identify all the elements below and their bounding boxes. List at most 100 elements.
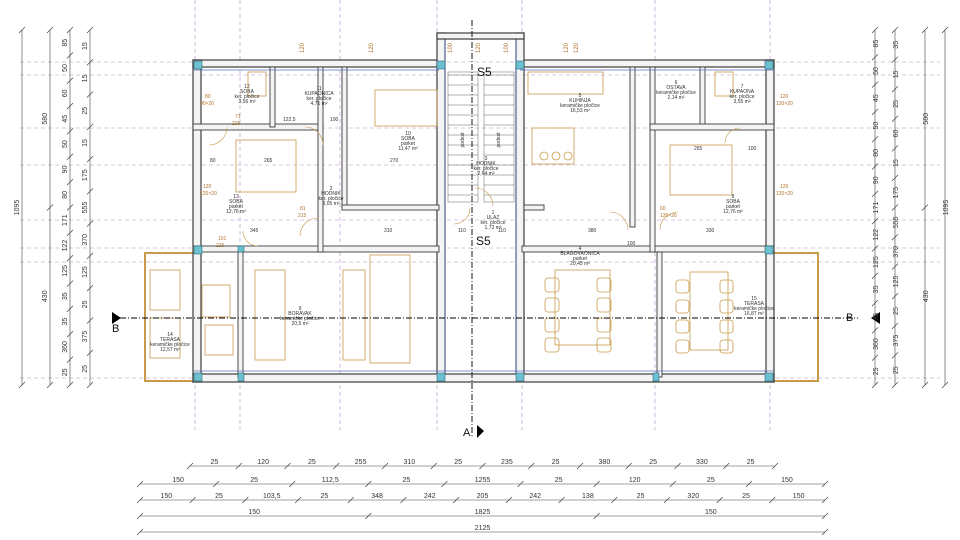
dim-label: 171: [62, 214, 69, 226]
dining-chair: [596, 337, 612, 353]
svg-text:12,57 m²: 12,57 m²: [160, 347, 180, 353]
dim-label: 430: [42, 290, 49, 302]
dim-label: 60: [62, 89, 69, 97]
svg-text:4: 4: [579, 246, 582, 252]
svg-text:KUPAONA: KUPAONA: [730, 89, 755, 95]
dim-label: 150: [161, 493, 173, 500]
dim-label: 25: [82, 107, 89, 115]
svg-text:14: 14: [167, 332, 173, 338]
dim-label: 35: [62, 318, 69, 326]
dim-label: 50: [62, 140, 69, 148]
door-swings: [208, 126, 741, 247]
svg-text:330: 330: [706, 228, 715, 234]
dim-label: 15: [893, 159, 900, 167]
dim-label: 1255: [475, 477, 491, 484]
dim-label: 25: [707, 477, 715, 484]
dim-label: 1825: [475, 509, 491, 516]
dining-chair: [719, 279, 734, 294]
svg-text:TERASA: TERASA: [744, 301, 765, 307]
wall-west: [192, 59, 202, 383]
dim-label: 25: [552, 459, 560, 466]
dim-label: 50: [873, 67, 880, 75]
dim-label: 125: [82, 266, 89, 278]
window-labels: 80 90×20 120 120×20 71 215 81 215 101 21…: [200, 94, 793, 249]
dim-label: 255: [355, 459, 367, 466]
wall-stair-north: [436, 32, 525, 40]
svg-text:90×20: 90×20: [200, 101, 214, 107]
wall-stair-east: [515, 32, 525, 375]
dim-label: 25: [321, 493, 329, 500]
dim-label: 25: [62, 368, 69, 376]
dimension-chain-right: 1095580430351525601517555537012525375258…: [871, 26, 950, 389]
sofa-side: [342, 269, 366, 361]
dim-label: 80: [62, 191, 69, 199]
svg-text:1,73 m²: 1,73 m²: [485, 225, 502, 231]
section-label-a: A: [463, 427, 471, 439]
wall-int-12: [237, 251, 244, 378]
dim-label: 120: [300, 42, 306, 53]
dining-table-left: [554, 269, 611, 346]
dim-label: 25: [250, 477, 258, 484]
dim-label: 125: [62, 265, 69, 277]
svg-text:120: 120: [780, 184, 789, 190]
svg-text:20,45 m²: 20,45 m²: [570, 261, 590, 267]
wall-int-4: [269, 66, 276, 128]
dim-label: 25: [893, 366, 900, 374]
section-arrow-a: [477, 425, 484, 438]
wall-east: [765, 59, 775, 383]
svg-text:12: 12: [244, 84, 250, 90]
dim-label: 50: [62, 64, 69, 72]
svg-text:ker. pločice: ker. pločice: [306, 96, 331, 102]
dim-label: 242: [424, 493, 436, 500]
svg-text:110: 110: [498, 228, 506, 234]
svg-text:OSTAVA: OSTAVA: [666, 85, 686, 91]
svg-text:80: 80: [205, 94, 211, 100]
svg-text:KUPAONICA: KUPAONICA: [304, 91, 334, 97]
dimension-chain-left: 1095580430855060455090801711221253535360…: [14, 26, 94, 389]
dim-label: 122: [62, 240, 69, 252]
dim-label: 35: [873, 313, 880, 321]
dim-label: 150: [248, 509, 260, 516]
svg-text:120×26: 120×26: [660, 213, 677, 219]
section-arrow-b-right: [871, 312, 880, 324]
svg-text:15: 15: [751, 296, 757, 302]
dim-label: 25: [893, 307, 900, 315]
dim-label: 35: [62, 292, 69, 300]
svg-text:4,71 m²: 4,71 m²: [311, 101, 328, 107]
svg-text:parket: parket: [229, 204, 244, 210]
dim-label: 205: [477, 493, 489, 500]
furniture: [149, 71, 734, 364]
wall-north-left: [192, 59, 440, 68]
dim-label: 330: [696, 459, 708, 466]
wall-int-9: [649, 66, 656, 253]
dining-chair: [675, 339, 690, 354]
dim-label: 1095: [943, 200, 950, 216]
dim-label: 125: [873, 256, 880, 268]
svg-text:SOBA: SOBA: [726, 199, 741, 205]
svg-text:12,76 m²: 12,76 m²: [226, 209, 246, 215]
dim-label: 150: [781, 477, 793, 484]
svg-text:215: 215: [216, 243, 225, 249]
dim-label: 25: [742, 493, 750, 500]
svg-text:6: 6: [675, 80, 678, 86]
svg-text:ker. pločice: ker. pločice: [729, 94, 754, 100]
staircase: [447, 71, 515, 203]
svg-text:120: 120: [203, 184, 212, 190]
section-label-b-left: B: [112, 323, 119, 335]
dim-label: 103,5: [263, 493, 281, 500]
svg-text:keramičke pločice: keramičke pločice: [280, 316, 320, 322]
dim-label: 171: [873, 202, 880, 214]
dim-label: 25: [82, 365, 89, 373]
dim-label: 85: [62, 39, 69, 47]
svg-text:100: 100: [748, 146, 757, 152]
dim-label: 580: [42, 113, 49, 125]
svg-text:TERASA: TERASA: [160, 337, 181, 343]
bed-room-8: [669, 144, 733, 196]
dim-label: 150: [793, 493, 805, 500]
dim-label: 25: [308, 459, 316, 466]
exterior-walls: [192, 32, 775, 383]
section-arrow-b-left: [112, 312, 121, 324]
svg-text:100: 100: [627, 241, 636, 247]
